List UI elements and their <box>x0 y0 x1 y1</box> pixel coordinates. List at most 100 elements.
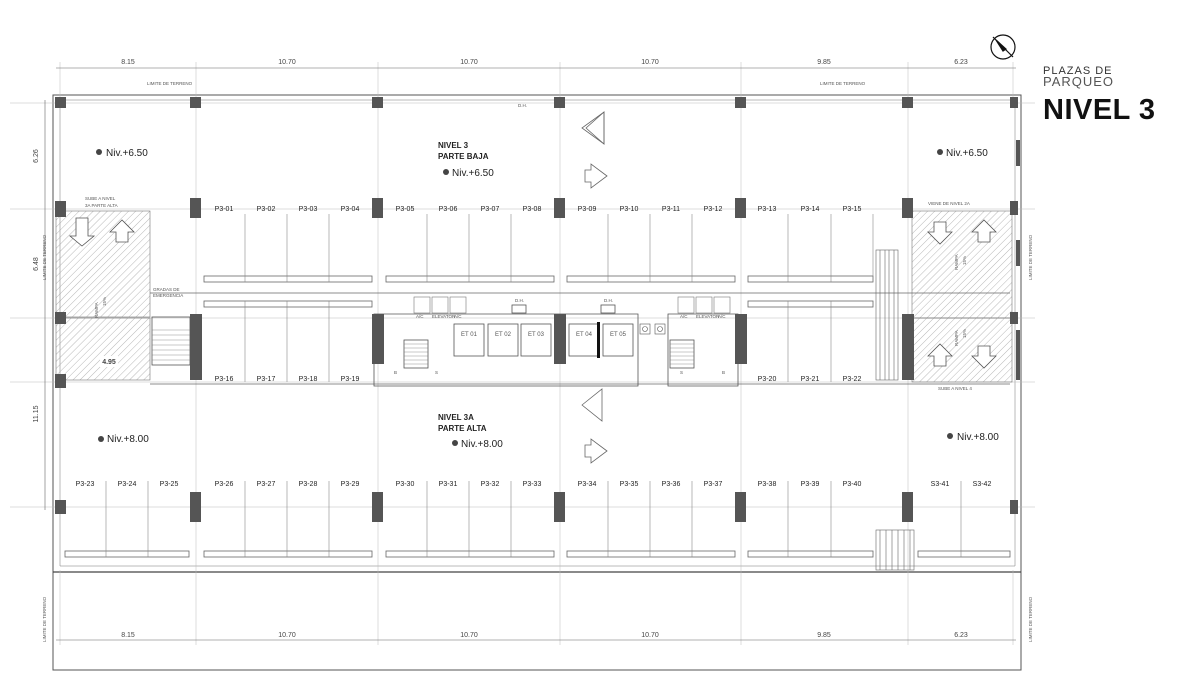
elevator-label: ELEVATOR <box>432 314 456 319</box>
ramp-slope-label: 15% <box>102 297 107 306</box>
zone-label: NIVEL 3 <box>438 141 469 150</box>
dimension-label: 8.15 <box>121 59 135 66</box>
ramp-slope-label: 15% <box>962 256 967 265</box>
level-marker-icon <box>443 169 449 175</box>
level-label: Niv.+8.00 <box>107 434 149 445</box>
level-marker-icon <box>947 433 953 439</box>
column <box>554 198 565 218</box>
title-block: PLAZAS DE PARQUEO NIVEL 3 <box>1043 66 1193 127</box>
disabled-access-icon <box>639 323 666 335</box>
parking-space-label: P3-28 <box>299 481 318 488</box>
parking-space-label: P3-16 <box>215 376 234 383</box>
dimension-label: 8.15 <box>121 632 135 639</box>
ac-label: A/C <box>718 314 726 319</box>
storage-label: ET 04 <box>576 332 593 338</box>
column <box>735 97 746 108</box>
column <box>554 492 565 522</box>
ramp-right-bottom <box>911 317 1013 383</box>
level-marker-icon <box>937 149 943 155</box>
parking-strips <box>64 275 1011 558</box>
column <box>1010 201 1018 215</box>
site-limit-label: LIMITE DE TERRENO <box>1028 234 1033 280</box>
site-limit-label: LIMITE DE TERRENO <box>42 234 47 280</box>
dimension-label: 9.85 <box>817 632 831 639</box>
level-marker-icon <box>452 440 458 446</box>
ramp-left-top <box>55 210 151 318</box>
ramp-note: SUBE A NIVEL 4 <box>938 386 972 391</box>
parking-space-label: P3-15 <box>843 206 862 213</box>
ramp-label: RAMPA <box>94 302 99 318</box>
column <box>554 314 566 364</box>
dimension-label: 10.70 <box>278 59 296 66</box>
ramp-note: 3A PARTE ALTA <box>85 203 118 208</box>
parking-space-label: P3-40 <box>843 481 862 488</box>
ramp-note: SUBE A NIVEL <box>85 196 116 201</box>
parking-space-label: P3-14 <box>801 206 820 213</box>
dimension-label: 11.15 <box>33 405 40 422</box>
parking-space-label: P3-19 <box>341 376 360 383</box>
column <box>190 97 201 108</box>
parking-space-label: P3-24 <box>118 481 137 488</box>
dimension-label: 10.70 <box>460 632 478 639</box>
column <box>902 314 914 380</box>
grid-lines <box>10 62 1035 645</box>
elevator-label: ELEVATOR <box>696 314 720 319</box>
stair-label: B <box>394 370 397 375</box>
parking-space-label: P3-35 <box>620 481 639 488</box>
stair-note: GRADAS DE <box>153 287 180 292</box>
column <box>190 492 201 522</box>
north-arrow-icon <box>990 34 1016 60</box>
parking-space-label: S3-42 <box>973 481 992 488</box>
site-boundary <box>52 94 1022 671</box>
dimension-label: 6.26 <box>33 149 40 163</box>
stair-note: EMERGENCIA <box>153 293 183 298</box>
column <box>902 198 913 218</box>
dimension-label: 10.70 <box>641 632 659 639</box>
column <box>55 374 66 388</box>
level-label: Niv.+6.50 <box>452 168 494 179</box>
storage-label: ET 05 <box>610 332 627 338</box>
column <box>55 201 66 217</box>
dimension-label: 9.85 <box>817 59 831 66</box>
column <box>372 492 383 522</box>
column <box>735 314 747 364</box>
level-label: Niv.+8.00 <box>461 439 503 450</box>
column <box>902 492 913 522</box>
dimension-label: 6.23 <box>954 632 968 639</box>
site-limit-label: LIMITE DE TERRENO <box>1028 596 1033 642</box>
parking-space-label: P3-10 <box>620 206 639 213</box>
column <box>554 97 565 108</box>
parking-space-label: P3-36 <box>662 481 681 488</box>
parking-space-label: P3-37 <box>704 481 723 488</box>
column <box>55 500 66 514</box>
title-line1: PLAZAS DE <box>1043 65 1113 77</box>
parking-space-label: P3-25 <box>160 481 179 488</box>
dimension-labels-top: 8.15 10.70 10.70 10.70 9.85 6.23 <box>121 59 968 66</box>
parking-space-label: P3-01 <box>215 206 234 213</box>
ac-label: A/C <box>680 314 688 319</box>
zone-label: PARTE ALTA <box>438 424 487 433</box>
column <box>1010 500 1018 514</box>
parking-space-label: P3-31 <box>439 481 458 488</box>
parking-space-label: P3-39 <box>801 481 820 488</box>
dimension-label: 10.70 <box>278 632 296 639</box>
parking-space-label: P3-05 <box>396 206 415 213</box>
parking-space-label: P3-11 <box>662 206 680 213</box>
ramp-slope-label: 15% <box>962 329 967 338</box>
storage-label: ET 03 <box>528 332 545 338</box>
parking-space-label: P3-34 <box>578 481 597 488</box>
restroom-label: D.H. <box>604 298 613 303</box>
storage-units: ET 01 ET 02 ET 03 ET 04 ET 05 <box>461 332 627 338</box>
bollards <box>875 249 915 571</box>
core-area <box>151 304 739 387</box>
dimension-label: 10.70 <box>641 59 659 66</box>
column <box>190 198 201 218</box>
columns <box>55 97 1020 522</box>
ramp-left-bottom <box>55 317 151 381</box>
parking-space-label: P3-30 <box>396 481 415 488</box>
parking-space-label: S3-41 <box>931 481 950 488</box>
column <box>902 97 913 108</box>
core-wall <box>597 322 600 358</box>
title-line2: PARQUEO <box>1043 74 1115 89</box>
